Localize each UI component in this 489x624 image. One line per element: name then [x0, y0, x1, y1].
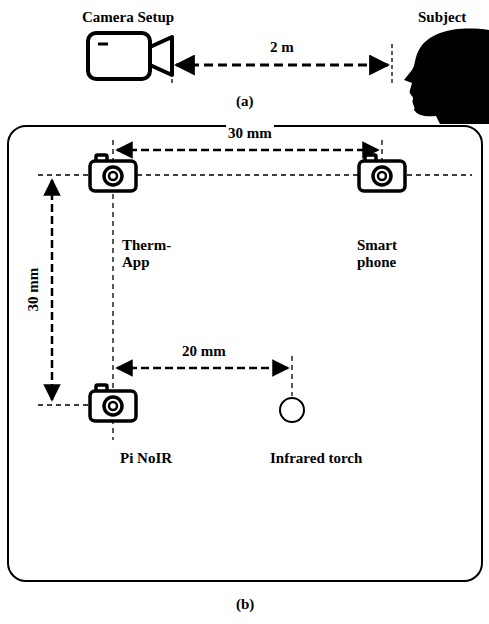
part-label: Therm- App	[120, 237, 184, 272]
camera-icon	[90, 155, 136, 191]
part-label: Smart phone	[355, 237, 419, 272]
dimension-label: 30 mm	[226, 125, 274, 142]
board-outline	[8, 126, 482, 581]
subject-silhouette	[404, 29, 489, 124]
infrared-torch-icon	[280, 398, 304, 422]
part-label: Subject	[416, 9, 468, 26]
part-label: Infrared torch	[268, 450, 364, 467]
dimension-arrows	[52, 150, 378, 400]
dimension-label: 20 mm	[180, 343, 228, 360]
panel-label: (a)	[234, 93, 256, 110]
dimension-label: 2 m	[268, 39, 296, 56]
video-camera-icon	[88, 33, 172, 79]
dimension-label: 30 mm	[25, 266, 42, 314]
panel-label: (b)	[234, 596, 256, 613]
camera-icon	[90, 385, 136, 421]
part-label: Pi NoIR	[118, 450, 174, 467]
part-label: Camera Setup	[80, 9, 176, 26]
camera-icon	[359, 155, 405, 191]
alignment-lines	[38, 140, 472, 440]
